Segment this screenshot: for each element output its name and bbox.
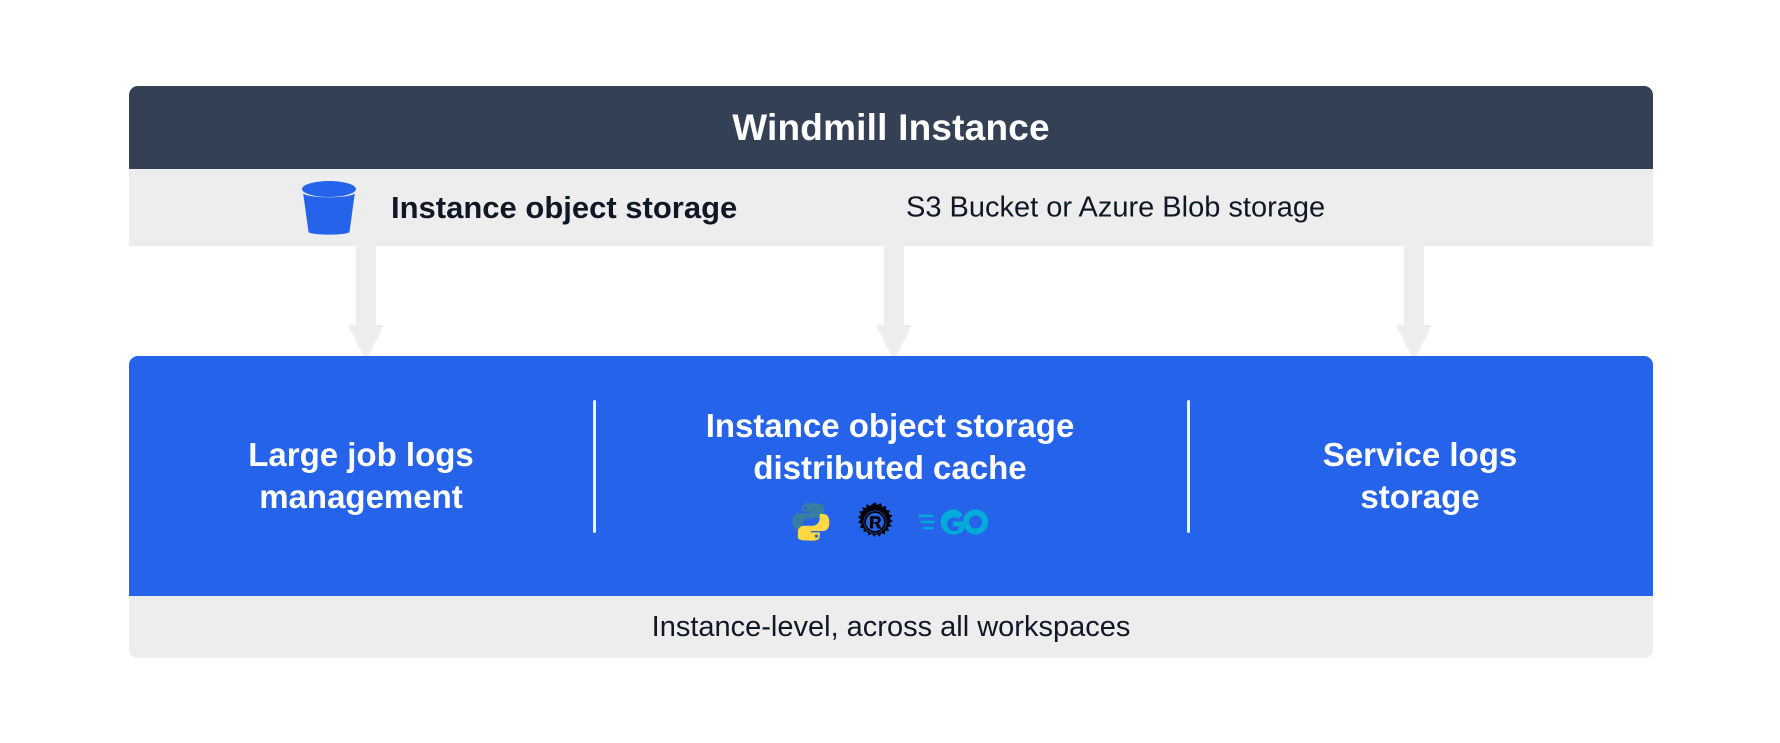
windmill-instance-header: Windmill Instance [129, 86, 1653, 169]
feature-service-logs-storage: Service logs storage [1187, 356, 1653, 596]
features-panel: Large job logs management Instance objec… [129, 356, 1653, 596]
python-icon [790, 501, 832, 548]
feature-title: Service logs storage [1322, 435, 1518, 515]
connector-shaft [884, 246, 904, 326]
rust-icon [854, 501, 896, 548]
bucket-icon [299, 180, 359, 236]
connector-arrowhead [1396, 325, 1432, 361]
panel-divider-left [593, 400, 596, 533]
connector-arrowhead [348, 325, 384, 361]
connector-arrow-distributed-cache [876, 246, 912, 361]
footer-label: Instance-level, across all workspaces [651, 610, 1131, 643]
feature-instance-object-storage-distributed-cache: Instance object storage distributed cach… [593, 356, 1187, 596]
panel-divider-right [1187, 400, 1190, 533]
go-icon [918, 503, 990, 546]
connector-arrow-service-logs [1396, 246, 1432, 361]
instance-object-storage-row: Instance object storage S3 Bucket or Azu… [129, 169, 1653, 246]
instance-object-storage-label: Instance object storage [391, 189, 738, 225]
page-title: Windmill Instance [732, 107, 1050, 148]
connector-shaft [1404, 246, 1424, 326]
feature-large-job-logs-management: Large job logs management [129, 356, 593, 596]
connector-shaft [356, 246, 376, 326]
connector-arrow-large-job-logs [348, 246, 384, 361]
connector-arrowhead [876, 325, 912, 361]
feature-title: Large job logs management [248, 435, 474, 515]
instance-level-footer: Instance-level, across all workspaces [129, 596, 1653, 658]
language-logos [790, 501, 990, 547]
storage-backends-label: S3 Bucket or Azure Blob storage [906, 191, 1326, 223]
feature-title: Instance object storage distributed cach… [705, 406, 1075, 486]
